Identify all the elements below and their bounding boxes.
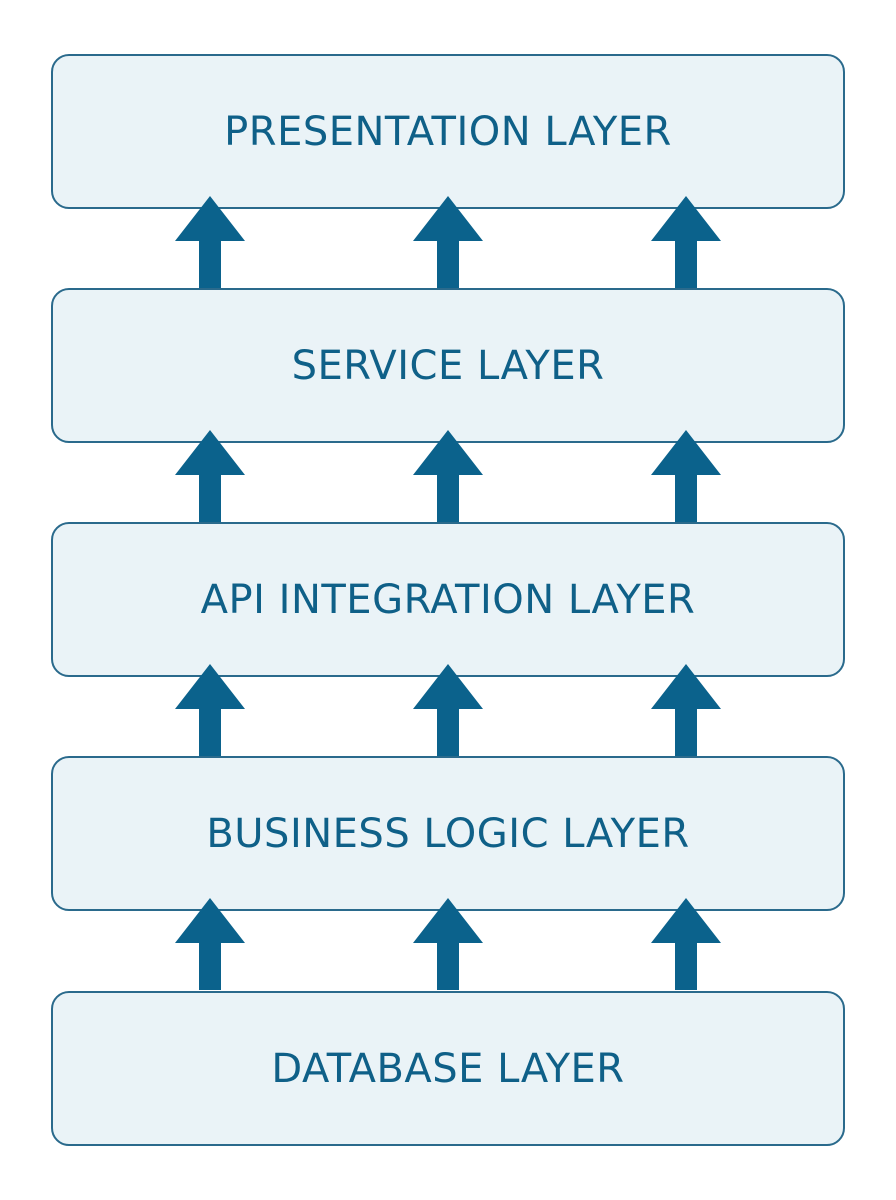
up-arrow-icon [413, 664, 483, 756]
up-arrow-icon [175, 664, 245, 756]
up-arrow-icon [651, 430, 721, 522]
up-arrow-icon [651, 196, 721, 288]
database-layer-box: DATABASE LAYER [51, 991, 845, 1146]
service-layer-box: SERVICE LAYER [51, 288, 845, 443]
business-logic-layer-box: BUSINESS LOGIC LAYER [51, 756, 845, 911]
api-integration-layer-label: API INTEGRATION LAYER [200, 576, 696, 623]
up-arrow-icon [413, 898, 483, 990]
up-arrow-icon [413, 196, 483, 288]
up-arrow-icon [651, 664, 721, 756]
up-arrow-icon [175, 196, 245, 288]
api-integration-layer-box: API INTEGRATION LAYER [51, 522, 845, 677]
presentation-layer-label: PRESENTATION LAYER [224, 108, 672, 155]
up-arrow-icon [175, 898, 245, 990]
database-layer-label: DATABASE LAYER [271, 1045, 625, 1092]
up-arrow-icon [413, 430, 483, 522]
up-arrow-icon [651, 898, 721, 990]
presentation-layer-box: PRESENTATION LAYER [51, 54, 845, 209]
up-arrow-icon [175, 430, 245, 522]
business-logic-layer-label: BUSINESS LOGIC LAYER [206, 810, 690, 857]
service-layer-label: SERVICE LAYER [291, 342, 605, 389]
